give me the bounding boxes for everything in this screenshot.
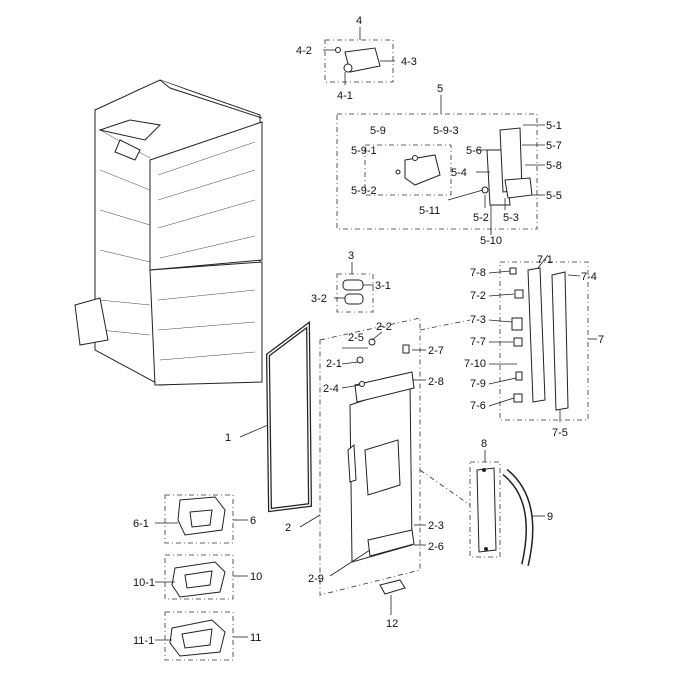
label-2-1: 2-1 [326, 358, 342, 370]
part-group-5 [336, 95, 545, 235]
door-assembly [299, 317, 471, 596]
label-5-9-1: 5-9-1 [351, 145, 377, 157]
part-group-12 [379, 579, 406, 615]
part-group-10 [155, 554, 248, 600]
label-11-1: 11-1 [133, 635, 154, 647]
label-2-8: 2-8 [428, 376, 444, 388]
label-12: 12 [386, 618, 398, 630]
label-2-9: 2-9 [308, 573, 324, 585]
label-5-5: 5-5 [546, 190, 562, 202]
label-7-2: 7-2 [470, 290, 486, 302]
label-7-5: 7-5 [552, 427, 568, 439]
label-8: 8 [481, 438, 487, 450]
label-6-1: 6-1 [133, 518, 149, 530]
label-2: 2 [285, 522, 291, 534]
label-1: 1 [225, 432, 231, 444]
door-gasket [239, 321, 313, 513]
label-5-11: 5-11 [419, 205, 440, 217]
part-group-6 [155, 494, 248, 544]
label-2-6: 2-6 [428, 541, 444, 553]
label-5-4: 5-4 [451, 167, 467, 179]
part-group-11 [155, 611, 248, 661]
label-9: 9 [547, 511, 553, 523]
label-7: 7 [598, 334, 604, 346]
label-7-1: 7-1 [537, 254, 553, 266]
label-5-7: 5-7 [546, 140, 562, 152]
label-7-7: 7-7 [470, 336, 486, 348]
label-5-9-3: 5-9-3 [433, 125, 459, 137]
label-4-3: 4-3 [401, 56, 417, 68]
label-3: 3 [348, 250, 354, 262]
part-group-7 [488, 254, 597, 422]
label-5-1: 5-1 [546, 120, 562, 132]
label-2-3: 2-3 [428, 520, 444, 532]
door-handle [502, 468, 545, 566]
label-2-5: 2-5 [348, 332, 364, 344]
label-5-6: 5-6 [466, 145, 482, 157]
label-2-2: 2-2 [376, 321, 392, 333]
label-5-9: 5-9 [370, 125, 386, 137]
label-7-3: 7-3 [470, 314, 486, 326]
label-2-7: 2-7 [428, 345, 444, 357]
label-10: 10 [250, 571, 262, 583]
label-5-8: 5-8 [546, 160, 562, 172]
cabinet-body [74, 79, 263, 386]
label-5-3: 5-3 [503, 212, 519, 224]
label-4-1: 4-1 [337, 90, 353, 102]
label-5: 5 [437, 83, 443, 95]
label-5-10: 5-10 [480, 235, 502, 247]
label-4-2: 4-2 [296, 45, 312, 57]
part-group-4 [323, 27, 395, 85]
label-7-10: 7-10 [464, 358, 486, 370]
label-11: 11 [250, 632, 261, 644]
label-3-1: 3-1 [375, 280, 391, 292]
part-group-3 [334, 262, 374, 313]
label-4: 4 [356, 15, 362, 27]
label-10-1: 10-1 [133, 577, 155, 589]
label-7-9: 7-9 [470, 378, 486, 390]
label-2-4: 2-4 [323, 383, 339, 395]
part-group-8-handle [469, 450, 501, 558]
label-5-2: 5-2 [473, 212, 489, 224]
label-3-2: 3-2 [311, 293, 327, 305]
label-7-4: 7-4 [581, 271, 597, 283]
label-7-6: 7-6 [470, 400, 486, 412]
label-7-8: 7-8 [470, 267, 486, 279]
label-5-9-2: 5-9-2 [351, 185, 377, 197]
label-6: 6 [250, 515, 256, 527]
